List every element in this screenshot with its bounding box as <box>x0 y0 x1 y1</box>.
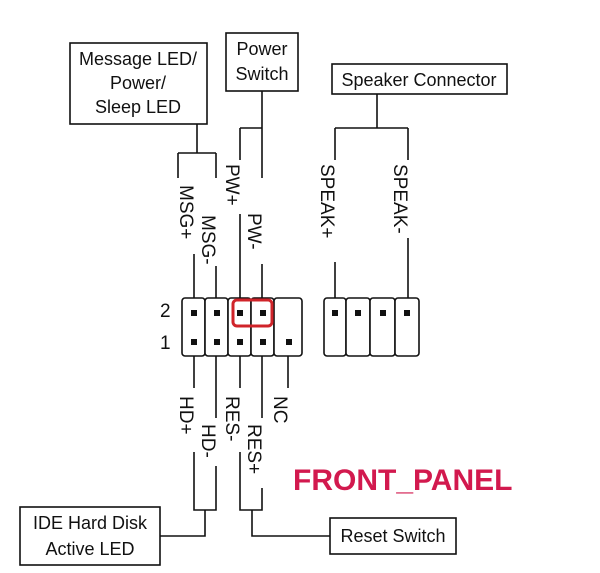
row-label-2: 2 <box>160 301 171 322</box>
power-switch-box: Power Switch <box>225 32 299 92</box>
speaker-connector-box: Speaker Connector <box>331 63 508 95</box>
ide-led-box: IDE Hard Disk Active LED <box>19 506 161 566</box>
reset-switch-box: Reset Switch <box>329 517 457 555</box>
message-led-line2: Power/ <box>110 73 166 93</box>
pin-label-hd-minus: HD- <box>197 424 218 458</box>
message-led-line3: Sleep LED <box>95 97 181 117</box>
message-led-box: Message LED/ Power/ Sleep LED <box>69 42 208 125</box>
header-pins-left <box>191 310 292 345</box>
pin-label-nc: NC <box>269 396 290 423</box>
row-label-1: 1 <box>160 333 171 354</box>
front-panel-header-right <box>323 297 420 357</box>
pin-label-msg-plus: MSG+ <box>175 185 196 239</box>
speaker-connector-label: Speaker Connector <box>341 70 496 90</box>
reset-switch-label: Reset Switch <box>340 526 445 546</box>
power-switch-line2: Switch <box>235 64 288 84</box>
bottom-wires <box>160 356 330 537</box>
power-switch-pins-highlight <box>231 298 274 328</box>
ide-led-line1: IDE Hard Disk <box>33 513 148 533</box>
power-switch-line1: Power <box>236 39 287 59</box>
pin-label-msg-minus: MSG- <box>197 215 218 265</box>
ide-led-line2: Active LED <box>45 539 134 559</box>
header-pins-right <box>332 310 410 316</box>
pin-label-pw-minus: PW- <box>243 213 264 250</box>
top-wires <box>177 91 409 298</box>
pin-label-res-plus: RES+ <box>243 424 264 474</box>
front-panel-header-left <box>181 297 303 357</box>
front-panel-title: FRONT_PANEL <box>293 464 512 497</box>
pin-label-speak-plus: SPEAK+ <box>316 164 337 238</box>
message-led-line1: Message LED/ <box>79 49 197 69</box>
pin-label-pw-plus: PW+ <box>221 164 242 206</box>
pin-label-speak-minus: SPEAK- <box>389 164 410 234</box>
pin-label-hd-plus: HD+ <box>175 396 196 435</box>
pin-label-res-minus: RES- <box>221 396 242 441</box>
